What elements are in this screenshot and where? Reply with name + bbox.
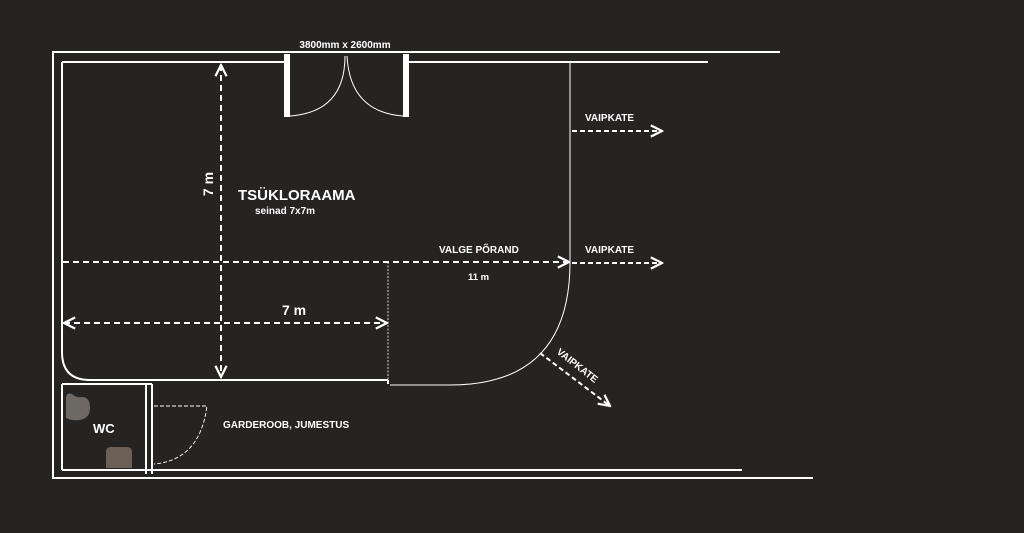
door-jamb-right (403, 54, 409, 117)
main-double-door (284, 54, 409, 117)
carpet-label-top: VAIPKATE (585, 113, 634, 124)
door-size-label: 3800mm x 2600mm (299, 40, 390, 51)
sink-icon (106, 447, 132, 468)
floor-length-label: 11 m (468, 272, 489, 283)
wardrobe-label: GARDEROOB, JUMESTUS (223, 420, 349, 431)
carpet-arrow-diagonal (539, 352, 610, 406)
wc-fixtures (66, 393, 132, 468)
wc-label: WC (93, 421, 115, 436)
door-leaf-right (346, 55, 404, 117)
door-leaf-left (289, 55, 346, 117)
room-height-label: 7 m (200, 172, 216, 196)
room-walls-label: seinad 7x7m (255, 206, 315, 217)
wc-door-swing (153, 405, 208, 465)
room-name: TSÜKLORAAMA (238, 187, 356, 204)
carpet-arrows (539, 131, 662, 406)
white-floor-outline (387, 62, 571, 386)
carpet-label-middle: VAIPKATE (585, 245, 634, 256)
room-width-label: 7 m (282, 302, 306, 318)
dimension-lines (63, 65, 569, 377)
inner-walls (61, 61, 742, 474)
carpet-label-diagonal: VAIPKATE (554, 347, 600, 386)
outer-walls (52, 51, 813, 479)
door-jamb-left (284, 54, 290, 117)
toilet-icon (66, 393, 90, 421)
floor-label: VALGE PÕRAND (439, 243, 519, 256)
